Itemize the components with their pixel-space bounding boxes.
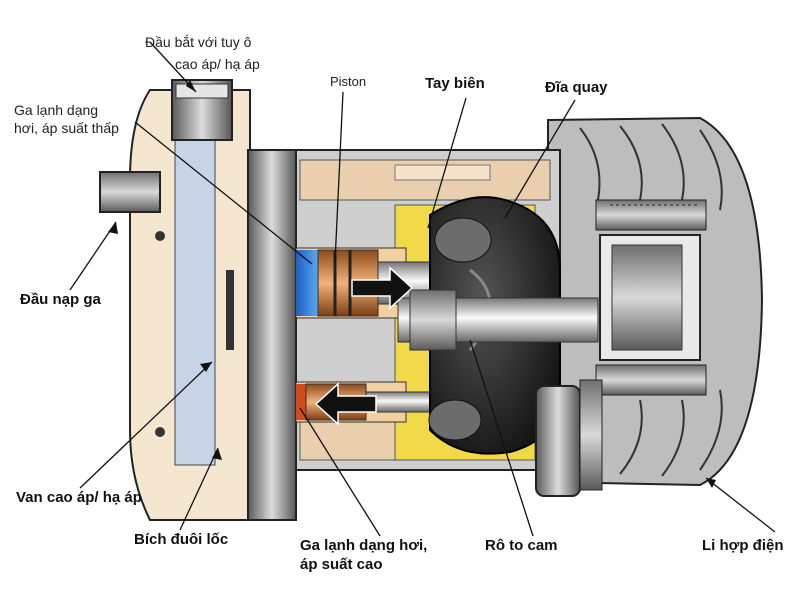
leader-rotor [469, 339, 534, 537]
label-low-gas-line2: hơi, áp suất thấp [14, 120, 119, 136]
leader-piston [334, 91, 344, 263]
leader-low-gas [134, 121, 313, 265]
leader-intake [69, 221, 117, 291]
label-flange: Bích đuôi lốc [134, 531, 229, 548]
arrowhead-valve [200, 362, 212, 372]
leader-clutch [705, 477, 776, 533]
leader-flange [179, 447, 219, 531]
label-rotor: Rô to cam [485, 537, 558, 554]
label-fitting-line2: cao áp/ hạ áp [175, 56, 260, 72]
label-plate: Đĩa quay [545, 79, 608, 96]
label-rod: Tay biên [425, 75, 485, 92]
arrowhead-intake [108, 222, 118, 234]
rotor-bearing [535, 379, 603, 497]
leader-heads [108, 80, 716, 488]
label-clutch: Li hợp điện [702, 537, 784, 554]
label-high-gas-line1: Ga lạnh dạng hơi, [300, 537, 428, 554]
leader-high-gas [299, 407, 381, 537]
label-low-gas-line1: Ga lạnh dạng [14, 102, 99, 118]
leader-plate [504, 99, 576, 219]
drive-shaft [397, 289, 599, 351]
label-piston: Piston [330, 74, 367, 89]
label-fitting-line1: Đầu bắt với tuy ô [145, 34, 252, 50]
leader-lines [69, 41, 776, 537]
leader-valve [79, 361, 213, 489]
leader-rod [427, 97, 467, 229]
label-high-gas-line2: áp suất cao [300, 556, 383, 573]
arrowhead-clutch [706, 478, 716, 488]
flow-arrows [314, 266, 414, 426]
rear-head [99, 79, 297, 521]
arrowhead-fitting [186, 80, 196, 92]
label-intake: Đầu nạp ga [20, 291, 101, 308]
arrowhead-flange [212, 448, 222, 460]
label-valve: Van cao áp/ hạ áp [16, 489, 142, 506]
